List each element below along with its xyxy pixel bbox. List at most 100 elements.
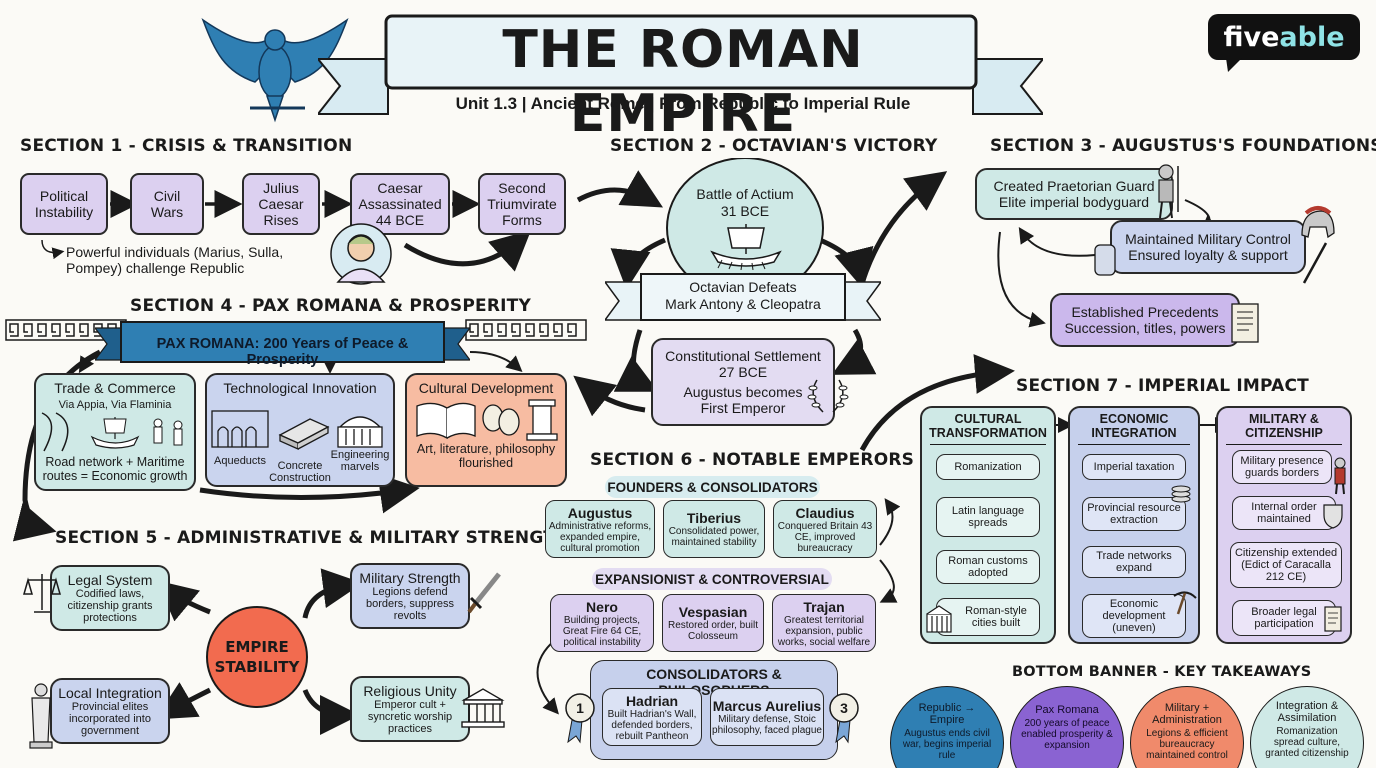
settlement-line2: 27 BCE [718, 364, 768, 380]
soldier-icon [1334, 457, 1346, 495]
emperor-trajan: Trajan Greatest territorial expansion, p… [772, 594, 876, 652]
sword-icon [467, 572, 501, 614]
economic-step-3: Trade networks expand [1082, 546, 1186, 578]
group-founders-label: FOUNDERS & CONSOLIDATORS [605, 476, 820, 498]
eagle-icon [201, 18, 349, 123]
economic-step-2: Provincial resource extraction [1082, 497, 1186, 531]
economic-step-4: Economic development (uneven) [1082, 594, 1186, 638]
cultural-step-3: Roman customs adopted [936, 550, 1040, 584]
emperor-hadrian: Hadrian Built Hadrian's Wall, defended b… [602, 688, 702, 746]
scales-icon [23, 574, 61, 613]
hadrian-name: Hadrian [625, 692, 679, 709]
military-strength-box: Military Strength Legions defend borders… [350, 563, 470, 629]
cultural-development-box: Cultural Development Art, literature, ph… [405, 373, 567, 487]
battle-circle [666, 158, 824, 288]
section6-title: SECTION 6 - NOTABLE EMPERORS [590, 450, 915, 470]
military-title: Military Strength [359, 570, 461, 586]
cultural-divider [930, 444, 1046, 445]
military-control-desc: Ensured loyalty & support [1128, 247, 1288, 263]
pax-romana-banner [95, 321, 470, 363]
empire-stability-center: EMPIRE STABILITY [206, 606, 308, 708]
battle-of-actium-label: Battle of Actium [696, 186, 794, 202]
cultural-column-title: CULTURAL TRANSFORMATION [929, 412, 1047, 440]
culture-icons [416, 399, 558, 441]
emperor-nero: Nero Building projects, Great Fire 64 CE… [550, 594, 654, 652]
trade-commerce-box: Trade & Commerce Via Appia, Via Flaminia… [34, 373, 196, 491]
step-civil-wars: Civil Wars [130, 173, 204, 235]
settlement-line3: Augustus becomes [683, 384, 803, 400]
local-integration-box: Local Integration Provincial elites inco… [50, 678, 170, 744]
claudius-desc: Conquered Britain 43 CE, improved bureau… [777, 520, 873, 554]
legal-system-box: Legal System Codified laws, citizenship … [50, 565, 170, 631]
section1-note: Powerful individuals (Marius, Sulla, Pom… [66, 244, 284, 276]
trade-title: Trade & Commerce [54, 380, 176, 396]
claudius-name: Claudius [795, 504, 855, 521]
marcus-desc: Military defense, Stoic philosophy, face… [712, 714, 822, 736]
section5-title: SECTION 5 - ADMINISTRATIVE & MILITARY ST… [55, 528, 570, 548]
trade-routes: Via Appia, Via Flaminia [58, 399, 172, 411]
page-title: THE ROMAN EMPIRE [502, 20, 864, 144]
medal-left-number: 1 [576, 700, 584, 716]
military-column-title: MILITARY & CITIZENSHIP [1245, 412, 1323, 440]
soldier-icon [1158, 164, 1179, 219]
military-control-box: Maintained Military Control Ensured loya… [1110, 220, 1306, 274]
section4-title: SECTION 4 - PAX ROMANA & PROSPERITY [130, 296, 531, 316]
precedents-box: Established Precedents Succession, title… [1050, 293, 1240, 347]
takeaway-1-desc: Augustus ends civil war, begins imperial… [902, 728, 992, 761]
nero-name: Nero [586, 598, 618, 615]
religious-unity-box: Religious Unity Emperor cult + syncretic… [350, 676, 470, 742]
coins-icon [1171, 485, 1191, 503]
section7-title: SECTION 7 - IMPERIAL IMPACT [1016, 376, 1309, 396]
page-subtitle: Unit 1.3 | Ancient Rome | From Republic … [455, 94, 911, 113]
shield-icon [1323, 504, 1343, 529]
column-icon [526, 399, 558, 441]
emperor-marcus-aurelius: Marcus Aurelius Military defense, Stoic … [710, 688, 824, 746]
shield-icon [1094, 244, 1116, 276]
takeaway-1-title: Republic → Empire [918, 702, 976, 726]
hadrian-desc: Built Hadrian's Wall, defended borders, … [607, 708, 697, 742]
octavian-defeats-line1: Octavian Defeats [689, 279, 797, 295]
laurel-wreath-icon [807, 379, 849, 413]
tech-title: Technological Innovation [223, 380, 377, 396]
economic-column-title: ECONOMIC INTEGRATION [1091, 412, 1177, 440]
pickaxe-icon [1173, 591, 1197, 615]
religion-desc: Emperor cult + syncretic worship practic… [367, 699, 453, 735]
legal-title: Legal System [67, 572, 153, 588]
vespasian-name: Vespasian [678, 604, 748, 620]
takeaway-4-desc: Romanization spread culture, granted cit… [1265, 726, 1349, 759]
legal-desc: Codified laws, citizenship grants protec… [67, 588, 153, 624]
step-political-instability: Political Instability [20, 173, 108, 235]
ship-icon [710, 224, 782, 270]
takeaway-3-title: Military + Administration [1152, 702, 1222, 726]
scroll-icon [1324, 606, 1342, 632]
tech-engineering: Engineering marvels [330, 449, 390, 473]
takeaway-circle-3 [1130, 686, 1244, 768]
praetorian-guard-box: Created Praetorian Guard Elite imperial … [975, 168, 1173, 220]
brick-icon [278, 418, 330, 451]
takeaway-2-title: Pax Romana [1035, 704, 1099, 716]
emperor-claudius: Claudius Conquered Britain 43 CE, improv… [773, 500, 877, 558]
cultural-step-1: Romanization [936, 454, 1040, 480]
trade-desc: Road network + Maritime routes = Economi… [42, 455, 188, 483]
section2-title: SECTION 2 - OCTAVIAN'S VICTORY [610, 136, 938, 156]
military-control-title: Maintained Military Control [1125, 231, 1291, 247]
logo-suffix: able [1279, 21, 1345, 53]
book-icon [416, 402, 476, 440]
theater-masks-icon [482, 404, 520, 436]
takeaway-2-desc: 200 years of peace enabled prosperity & … [1021, 718, 1113, 751]
economic-step-1: Imperial taxation [1082, 454, 1186, 480]
military-desc: Legions defend borders, suppress revolts [365, 586, 455, 622]
praetorian-desc: Elite imperial bodyguard [998, 194, 1150, 210]
military-divider [1226, 444, 1342, 445]
takeaway-circle-4 [1250, 686, 1364, 768]
trajan-name: Trajan [803, 598, 845, 615]
settlement-line1: Constitutional Settlement [665, 348, 821, 364]
takeaway-circle-2 [1010, 686, 1124, 768]
title-banner [318, 14, 1043, 115]
emperor-augustus: Augustus Administrative reforms, expande… [545, 500, 655, 558]
step-julius-caesar-rises: Julius Caesar Rises [242, 173, 320, 235]
octavian-banner [605, 273, 881, 321]
military-step-4: Broader legal participation [1232, 600, 1336, 636]
